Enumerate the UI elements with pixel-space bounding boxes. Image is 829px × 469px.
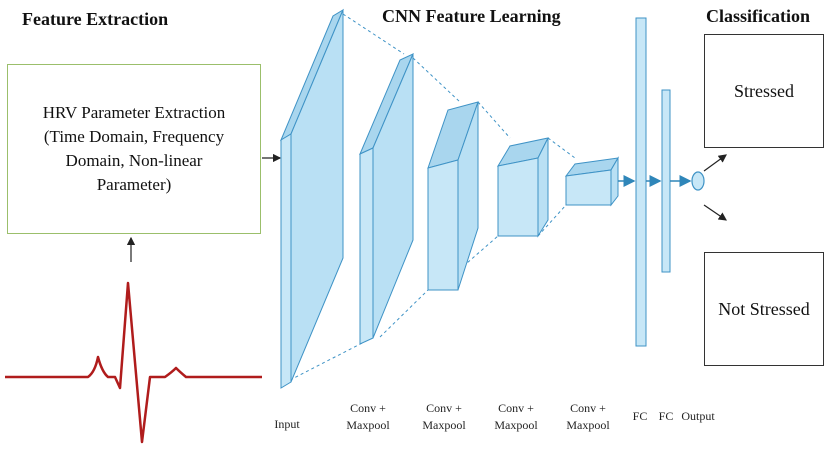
label-conv-2-line-2: Maxpool — [422, 418, 466, 432]
class-label-stressed: Stressed — [734, 80, 794, 101]
arrow-to-not-stressed — [703, 204, 727, 221]
layer-fc-2 — [661, 89, 671, 273]
heading-feature-extraction: Feature Extraction — [22, 9, 169, 29]
hrv-line-1: HRV Parameter Extraction — [42, 103, 226, 122]
heading-cnn-feature-learning: CNN Feature Learning — [382, 6, 561, 26]
label-conv-4-line-2: Maxpool — [566, 418, 610, 432]
label-conv-4-line-1: Conv + — [570, 401, 606, 415]
ecg-waveform — [5, 281, 262, 444]
label-conv-1-line-1: Conv + — [350, 401, 386, 415]
layer-conv-2 — [427, 101, 479, 291]
label-conv-2: Conv + Maxpool — [422, 400, 466, 434]
label-conv-3: Conv + Maxpool — [494, 400, 538, 434]
class-box-not-stressed: Not Stressed — [704, 252, 824, 366]
label-conv-1-line-2: Maxpool — [346, 418, 390, 432]
class-label-not-stressed: Not Stressed — [718, 298, 810, 319]
label-conv-4: Conv + Maxpool — [566, 400, 610, 434]
hrv-parameter-box: HRV Parameter Extraction (Time Domain, F… — [7, 64, 261, 234]
hrv-line-3: Domain, Non-linear — [65, 151, 203, 170]
label-input: Input — [274, 417, 300, 431]
label-output: Output — [681, 409, 715, 423]
layer-input — [279, 8, 345, 389]
label-conv-3-line-2: Maxpool — [494, 418, 538, 432]
arrow-to-stressed — [703, 154, 727, 172]
hrv-line-4: Parameter) — [96, 175, 172, 194]
layer-conv-1 — [359, 53, 414, 345]
layer-conv-3 — [496, 137, 549, 238]
output-node — [691, 171, 705, 191]
layer-fc-1 — [635, 17, 647, 347]
label-fc-1: FC — [632, 409, 648, 423]
label-conv-2-line-1: Conv + — [426, 401, 462, 415]
label-conv-3-line-1: Conv + — [498, 401, 534, 415]
label-conv-1: Conv + Maxpool — [346, 400, 390, 434]
heading-classification: Classification — [706, 6, 811, 26]
class-box-stressed: Stressed — [704, 34, 824, 148]
layer-conv-4 — [564, 156, 619, 207]
hrv-line-2: (Time Domain, Frequency — [43, 127, 225, 146]
label-fc-2: FC — [658, 409, 674, 423]
